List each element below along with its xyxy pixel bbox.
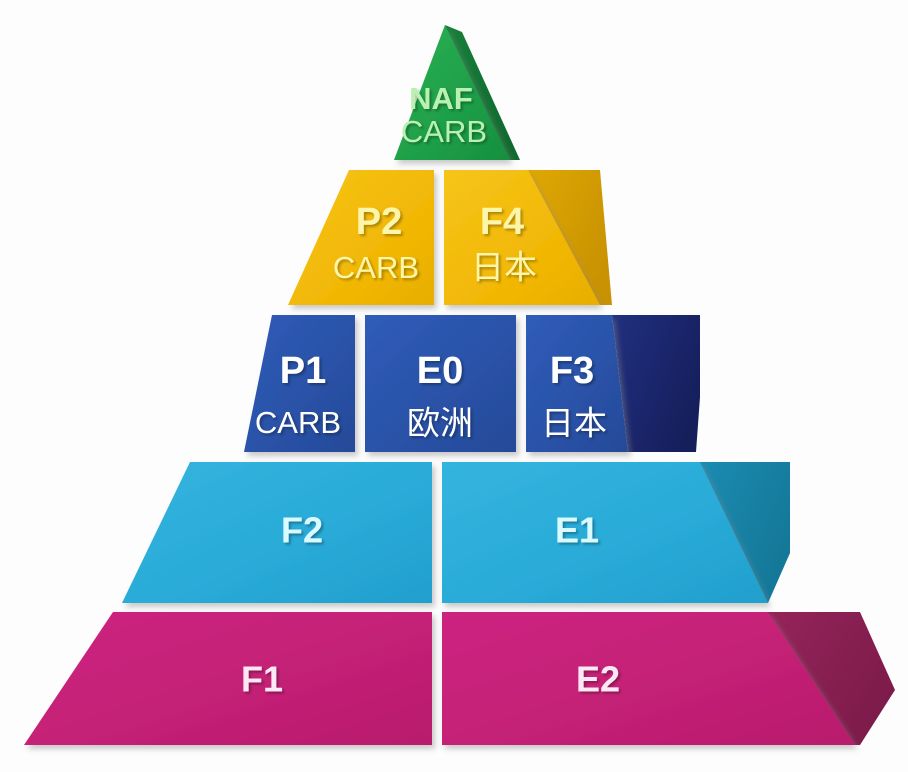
block-e1-face[interactable] xyxy=(442,462,768,603)
block-p1-label-sub: CARB xyxy=(255,405,341,440)
pyramid-level-base: F1 E2 xyxy=(24,612,895,745)
block-f2-label: F2 xyxy=(281,510,323,551)
pyramid-level-4: F2 E1 xyxy=(122,462,790,603)
block-e2-face[interactable] xyxy=(442,612,855,745)
block-f1-label: F1 xyxy=(241,659,283,700)
block-f3-label-sub: 日本 xyxy=(541,405,607,442)
level-apex-side-bevel xyxy=(445,25,520,160)
block-p1-label-main: P1 xyxy=(280,350,326,392)
block-f4-face[interactable] xyxy=(444,170,600,305)
block-p2-label-sub: CARB xyxy=(333,250,419,285)
block-naf-carb-face[interactable] xyxy=(394,25,510,160)
pyramid-level-2: P2 CARB F4 日本 xyxy=(288,170,612,305)
block-p1-face[interactable] xyxy=(244,315,355,452)
block-e0-face[interactable] xyxy=(365,315,516,452)
block-e1-label: E1 xyxy=(555,510,599,551)
block-p2-face[interactable] xyxy=(288,170,434,305)
block-p2-label-main: P2 xyxy=(356,201,402,243)
block-f3-label-main: F3 xyxy=(550,350,594,392)
pyramid-level-apex: NAF CARB xyxy=(394,25,520,160)
block-e0-label-main: E0 xyxy=(417,350,463,392)
block-f2-face[interactable] xyxy=(122,462,432,603)
block-f3-face[interactable] xyxy=(526,315,628,452)
block-naf-label-main: NAF xyxy=(409,81,473,116)
block-f4-label-sub: 日本 xyxy=(471,249,537,286)
block-e0-label-sub: 欧洲 xyxy=(407,405,473,442)
pyramid-level-3: P1 CARB E0 欧洲 F3 日本 xyxy=(244,315,700,452)
level-3-side-bevel xyxy=(612,315,700,452)
block-f4-label-main: F4 xyxy=(480,201,524,243)
block-f1-face[interactable] xyxy=(24,612,432,745)
block-e2-label: E2 xyxy=(576,659,620,700)
block-naf-label-sub: CARB xyxy=(401,114,487,149)
